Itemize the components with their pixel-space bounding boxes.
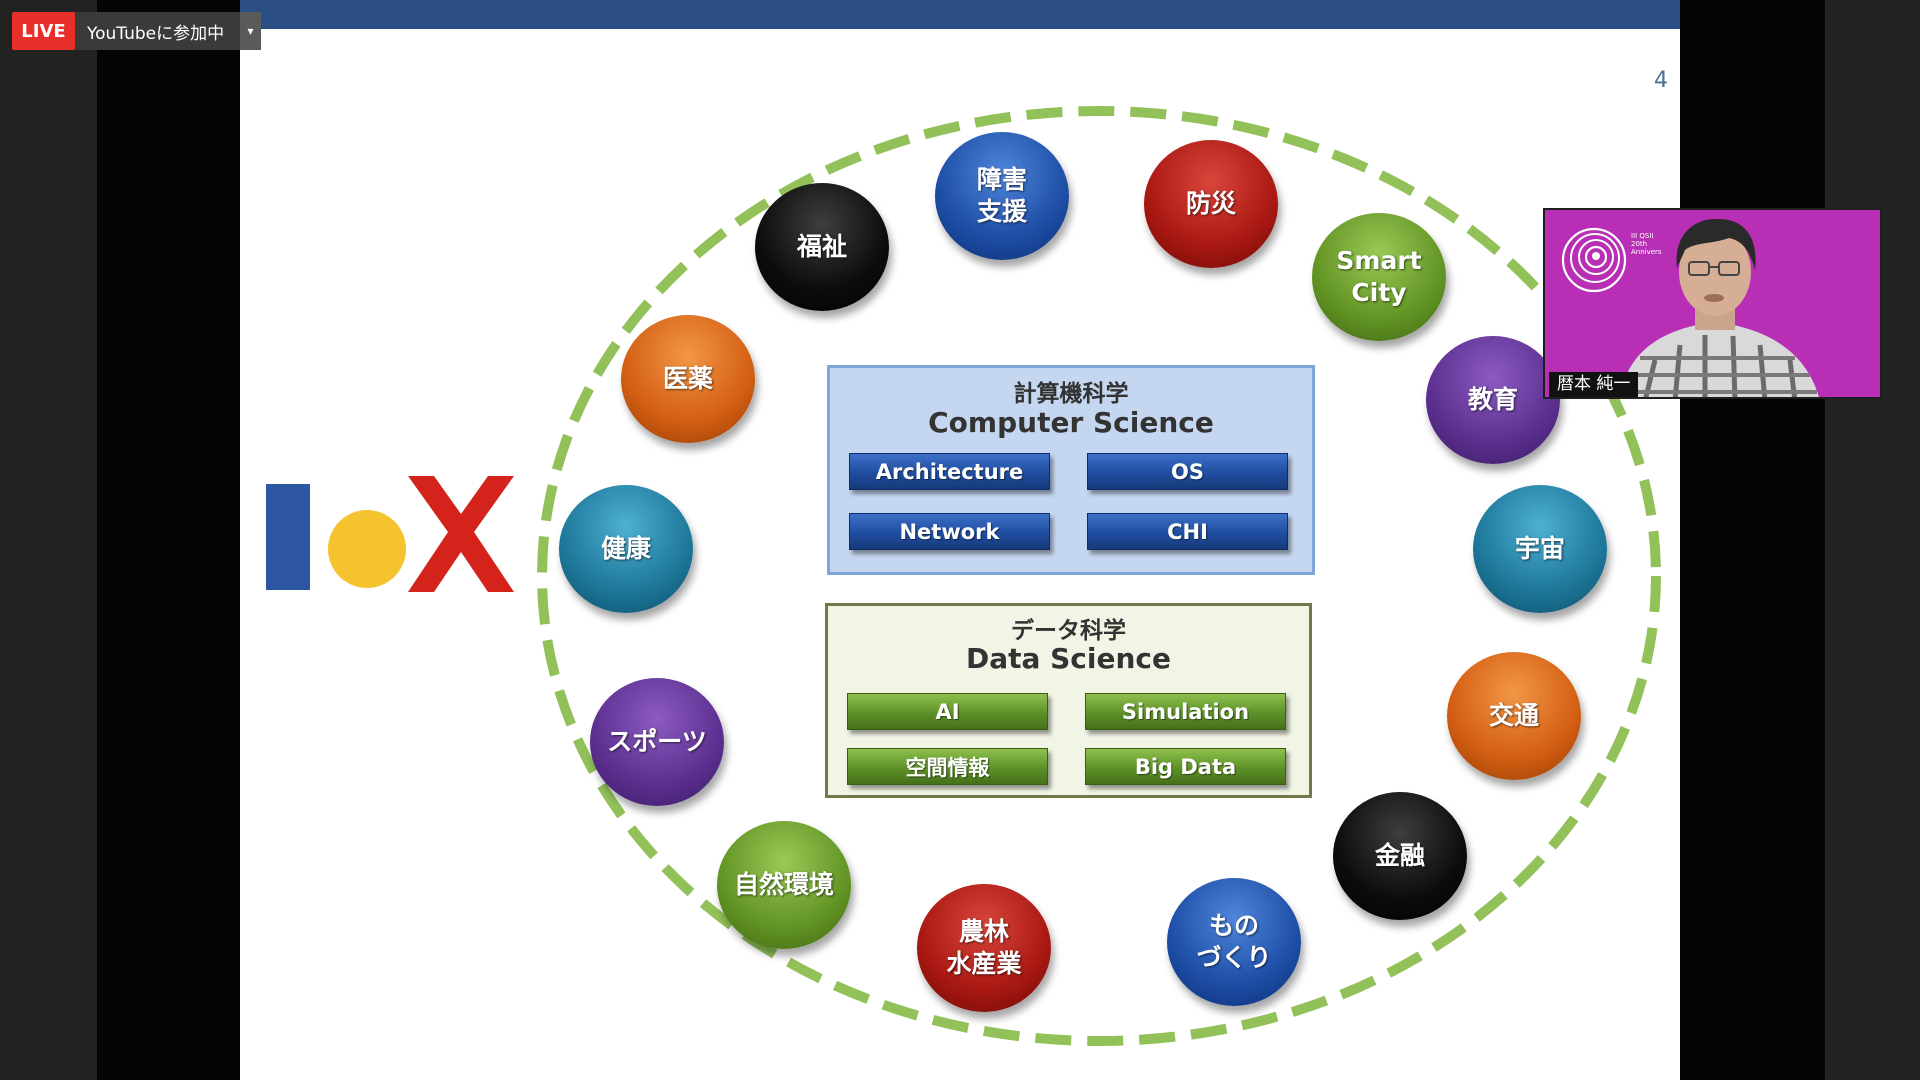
domain-bubble: 健康 bbox=[559, 485, 693, 613]
iox-logo-bar bbox=[266, 484, 310, 590]
domain-ring bbox=[537, 106, 1661, 1046]
cs-item-chi: CHI bbox=[1087, 513, 1288, 550]
domain-bubble-label: 自然環境 bbox=[733, 869, 834, 899]
domain-bubble: 交通 bbox=[1447, 652, 1581, 780]
domain-bubble-label: 宇宙 bbox=[1514, 533, 1565, 563]
left-letterbox bbox=[97, 0, 240, 1080]
domain-bubble: 自然環境 bbox=[717, 821, 851, 949]
iox-logo-dot bbox=[328, 510, 406, 588]
anniversary-logo-text: III QSII 20th Annivers bbox=[1631, 232, 1662, 257]
presentation-slide: 4 障害 支援 防災 Smart City 教育宇宙交通金融もの づくり 農林 水産業 自… bbox=[240, 0, 1680, 1080]
cs-item-network: Network bbox=[849, 513, 1050, 550]
domain-bubble-label: Smart City bbox=[1336, 245, 1422, 308]
right-letterbox bbox=[1680, 0, 1825, 1080]
domain-bubble: もの づくり bbox=[1167, 878, 1301, 1006]
slide-header-bar bbox=[240, 0, 1680, 29]
domain-bubble-label: 防災 bbox=[1185, 188, 1236, 218]
domain-bubble: 農林 水産業 bbox=[917, 884, 1051, 1012]
ds-item-simulation: Simulation bbox=[1085, 693, 1286, 730]
domain-bubble: 福祉 bbox=[755, 183, 889, 311]
domain-bubble: 教育 bbox=[1426, 336, 1560, 464]
domain-bubble: スポーツ bbox=[590, 678, 724, 806]
data-science-title-jp: データ科学 bbox=[1011, 618, 1126, 644]
youtube-status-label[interactable]: YouTubeに参加中 bbox=[75, 12, 240, 50]
ds-item-spatial-info: 空間情報 bbox=[847, 748, 1048, 785]
domain-bubble: 金融 bbox=[1333, 792, 1467, 920]
domain-bubble-label: 農林 水産業 bbox=[946, 916, 1022, 979]
cs-item-os: OS bbox=[1087, 453, 1288, 490]
speaker-name-label: 暦本 純一 bbox=[1549, 372, 1639, 397]
computer-science-title-en: Computer Science bbox=[928, 406, 1214, 439]
domain-bubble-label: 健康 bbox=[600, 533, 651, 563]
computer-science-title-jp: 計算機科学 bbox=[1013, 381, 1129, 407]
domain-bubble-label: 交通 bbox=[1488, 700, 1539, 730]
data-science-title-en: Data Science bbox=[965, 642, 1172, 675]
domain-bubble-label: 金融 bbox=[1374, 840, 1425, 870]
ds-item-big-data: Big Data bbox=[1085, 748, 1286, 785]
domain-bubble-label: 教育 bbox=[1467, 384, 1518, 414]
domain-bubble-label: 福祉 bbox=[796, 231, 847, 261]
data-science-panel: データ科学 Data Science AI Simulation 空間情報 Bi… bbox=[825, 603, 1312, 798]
slide-page-number: 4 bbox=[1654, 68, 1668, 93]
computer-science-panel: 計算機科学 Computer Science Architecture OS N… bbox=[827, 365, 1315, 575]
anniversary-logo-icon bbox=[1561, 227, 1627, 293]
domain-bubble: 防災 bbox=[1144, 140, 1278, 268]
live-badge: LIVE bbox=[12, 12, 75, 50]
speaker-video-icon bbox=[1620, 218, 1819, 397]
domain-bubble: Smart City bbox=[1312, 213, 1446, 341]
iox-logo-x bbox=[408, 476, 514, 592]
cs-item-architecture: Architecture bbox=[849, 453, 1050, 490]
domain-bubble: 障害 支援 bbox=[935, 132, 1069, 260]
domain-bubble-label: スポーツ bbox=[607, 726, 707, 756]
domain-bubble-label: 障害 支援 bbox=[976, 164, 1027, 227]
webcam-overlay: III QSII 20th Annivers 暦本 純一 bbox=[1543, 208, 1882, 399]
chevron-down-icon[interactable]: ▾ bbox=[240, 12, 261, 50]
domain-bubble-label: もの づくり bbox=[1196, 910, 1272, 973]
domain-bubble: 宇宙 bbox=[1473, 485, 1607, 613]
domain-bubble-label: 医薬 bbox=[662, 363, 713, 393]
domain-bubble: 医薬 bbox=[621, 315, 755, 443]
ds-item-ai: AI bbox=[847, 693, 1048, 730]
